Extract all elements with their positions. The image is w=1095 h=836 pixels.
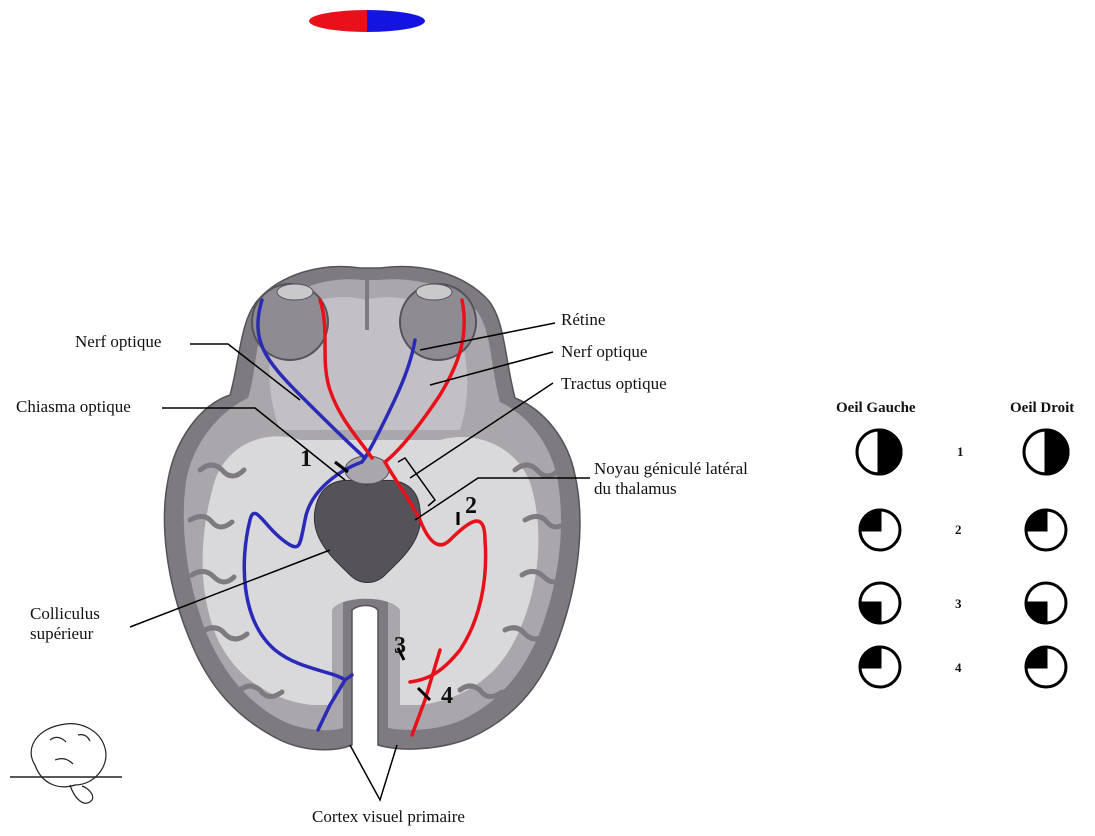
- noyau-geniculé-label-2: du thalamus: [594, 479, 677, 499]
- lesion-marker-2: 2: [465, 493, 477, 520]
- lesion-marker-4: 4: [441, 683, 453, 710]
- nerf-optique-right-label: Nerf optique: [561, 342, 647, 362]
- colliculus-label-2: supérieur: [30, 624, 93, 644]
- chiasma-body: [345, 456, 389, 484]
- noyau-geniculé-label-1: Noyau géniculé latéral: [594, 459, 748, 479]
- cortex-visuel-label: Cortex visuel primaire: [312, 807, 465, 827]
- legend-row-number: 2: [955, 522, 962, 538]
- colliculus-label-1: Colliculus: [30, 604, 100, 624]
- chiasma-optique-label: Chiasma optique: [16, 397, 131, 417]
- brain-section-plane-icon: [10, 724, 122, 803]
- lesion-marker-3: 3: [394, 633, 406, 660]
- legend-row-number: 3: [955, 596, 962, 612]
- tractus-optique-label: Tractus optique: [561, 374, 667, 394]
- retine-label: Rétine: [561, 310, 605, 330]
- lesion-marker-1: 1: [300, 446, 312, 473]
- right-eye-header: Oeil Droit: [1010, 400, 1074, 417]
- left-eye-header: Oeil Gauche: [836, 400, 916, 417]
- legend-row-number: 1: [957, 444, 964, 460]
- nerf-optique-left-label: Nerf optique: [75, 332, 161, 352]
- legend-row-number: 4: [955, 660, 962, 676]
